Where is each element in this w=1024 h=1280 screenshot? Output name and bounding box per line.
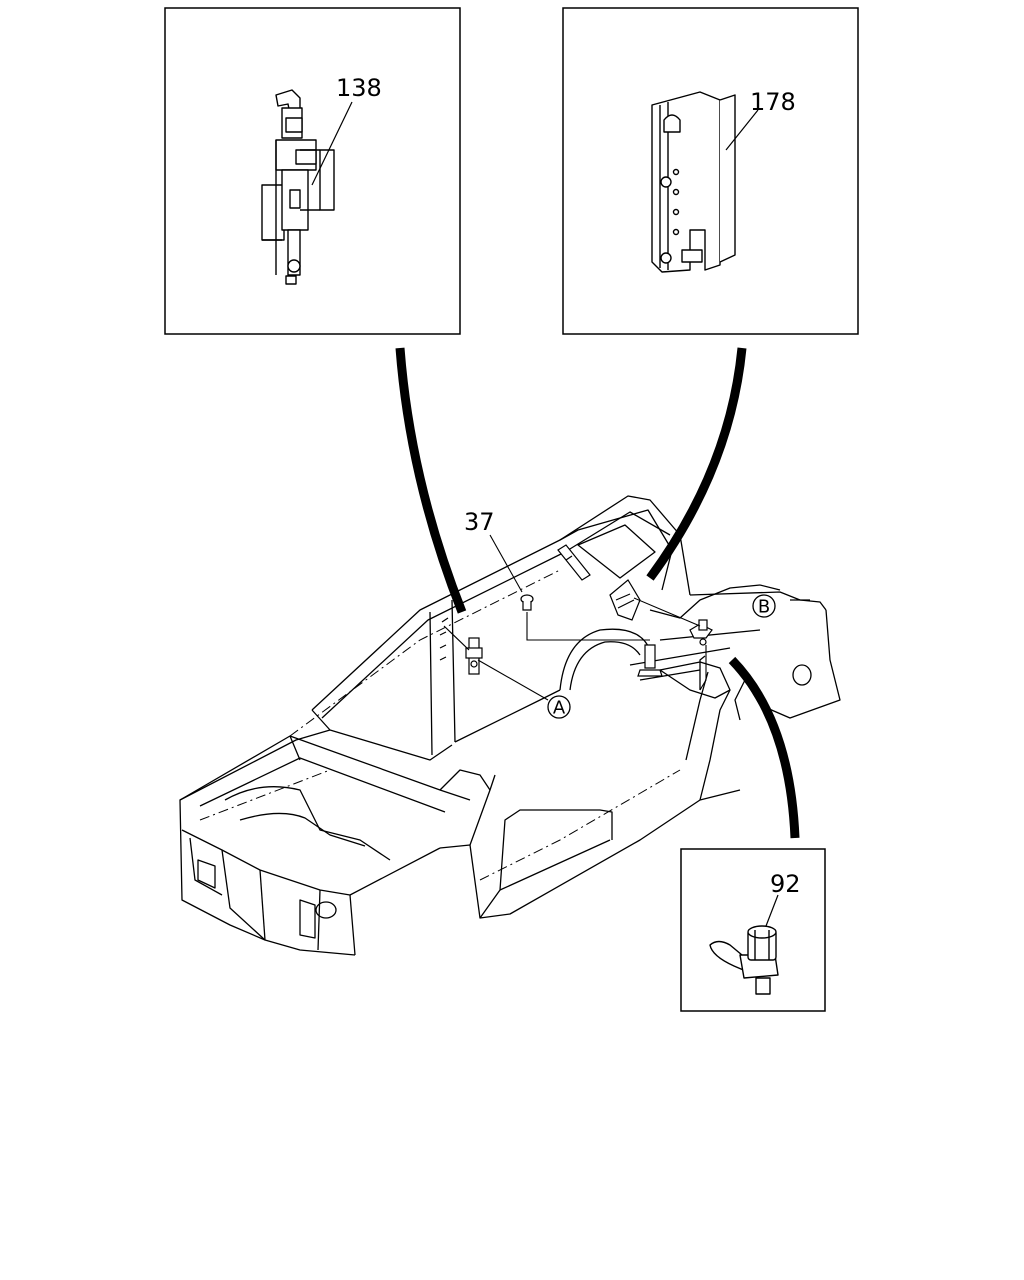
callout-37: 37 xyxy=(464,508,495,536)
callout-138: 138 xyxy=(336,74,382,102)
leader-37-to-stud xyxy=(526,612,650,641)
bracket-138-on-body xyxy=(439,617,483,675)
leader-92 xyxy=(765,894,779,927)
leader-37 xyxy=(489,534,523,593)
inset-92: 92 xyxy=(680,848,826,1012)
stud-on-floor xyxy=(637,644,663,677)
inset-138: 138 xyxy=(164,7,461,335)
body-leaders xyxy=(477,534,707,701)
bracket-138-drawing xyxy=(261,89,335,285)
bracket-178-drawing xyxy=(651,91,736,273)
connector-178 xyxy=(646,347,747,581)
leader-a xyxy=(477,659,549,701)
screw-37-on-body xyxy=(520,594,534,611)
ref-marker-a: A xyxy=(547,695,571,719)
ref-marker-b-label: B xyxy=(758,597,770,618)
ref-marker-a-label: A xyxy=(553,698,566,719)
connector-92 xyxy=(728,656,800,839)
bolt-92-drawing xyxy=(709,925,779,995)
callout-92: 92 xyxy=(770,870,801,898)
callout-178: 178 xyxy=(750,88,796,116)
inset-178-frame xyxy=(562,7,859,335)
leader-138 xyxy=(311,101,353,186)
ref-marker-b: B xyxy=(752,594,776,618)
connector-138 xyxy=(395,347,467,614)
bracket-178-on-body xyxy=(557,544,641,621)
inset-92-frame xyxy=(680,848,826,1012)
inset-connectors xyxy=(395,347,800,839)
leader-b xyxy=(633,597,701,627)
leader-178 xyxy=(725,109,759,151)
inset-138-frame xyxy=(164,7,461,335)
centerlines xyxy=(199,569,681,881)
inset-178: 178 xyxy=(562,7,859,335)
vehicle-body xyxy=(179,495,841,956)
leader-92-body xyxy=(699,645,707,691)
